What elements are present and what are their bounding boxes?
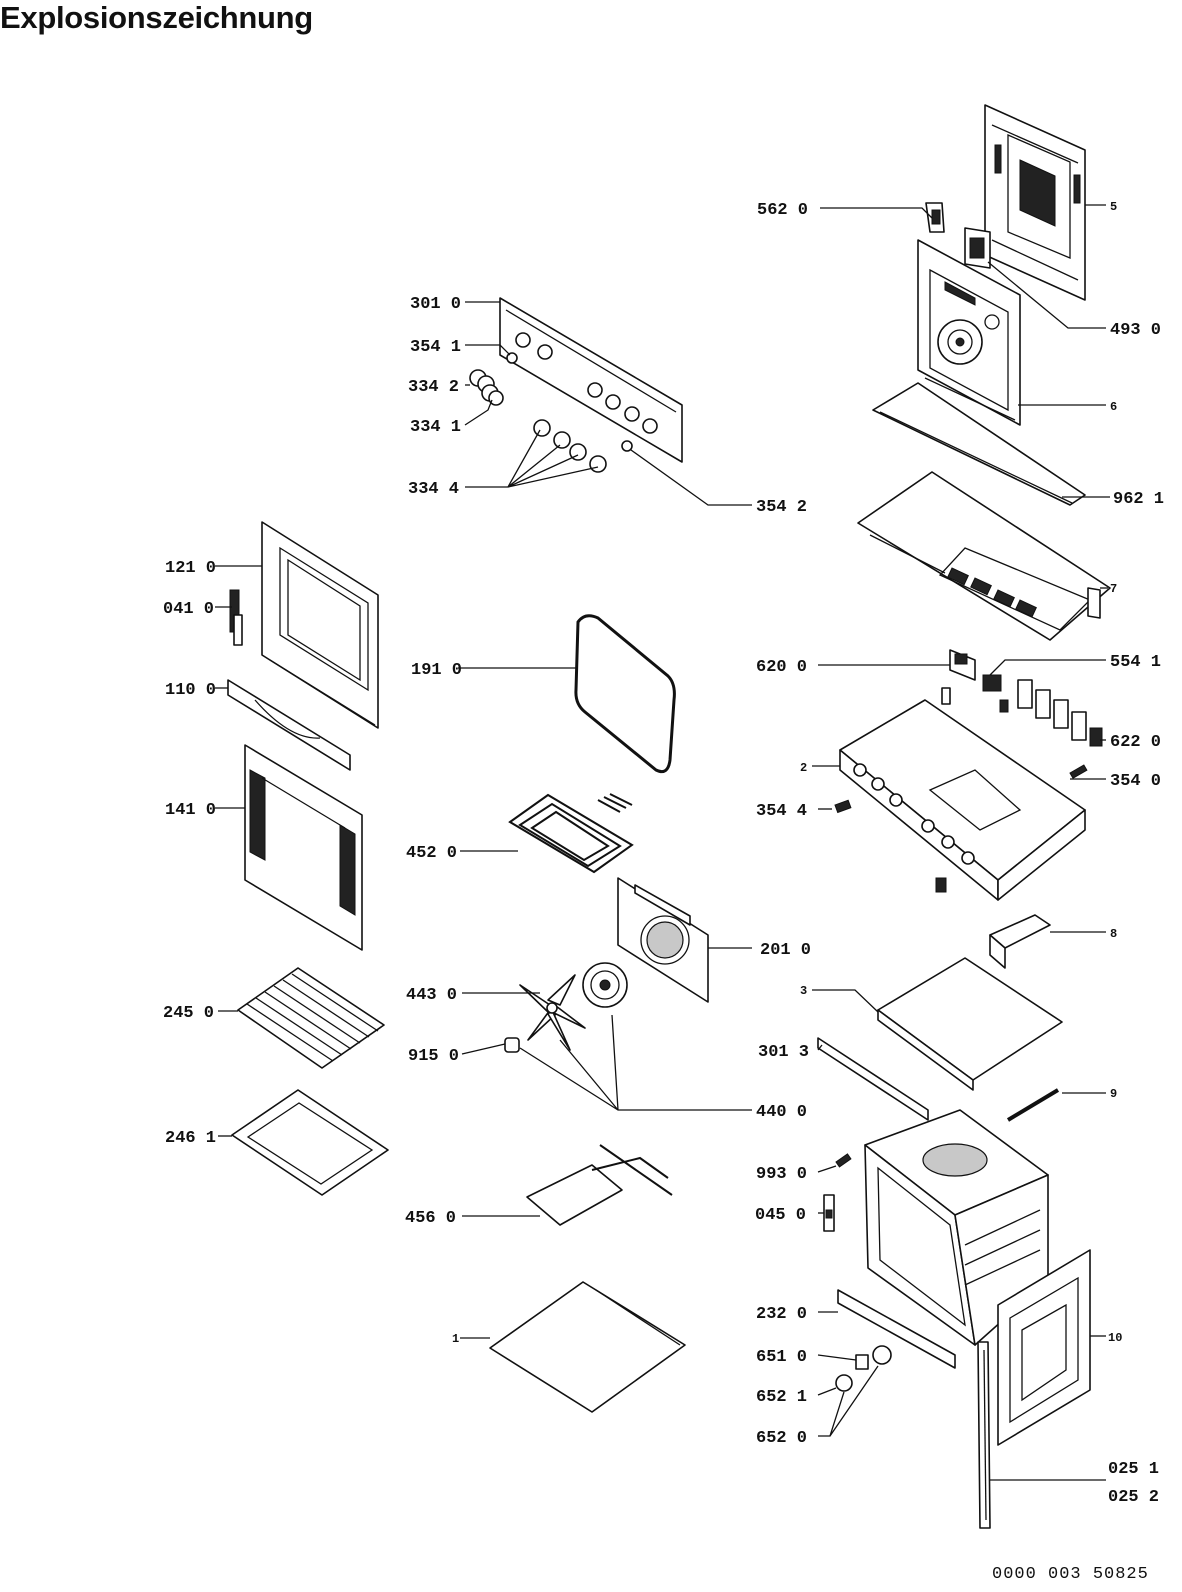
- callout-354-4: 354 4: [756, 802, 807, 821]
- callout-652-1: 652 1: [756, 1388, 807, 1407]
- callout-962-1: 962 1: [1113, 490, 1164, 509]
- callout-2: 2: [800, 761, 807, 775]
- part-201-fan-cover: [617, 877, 709, 1003]
- callout-354-2: 354 2: [756, 498, 807, 517]
- callout-191-0: 191 0: [411, 661, 462, 680]
- callout-354-1: 354 1: [410, 338, 461, 357]
- part-3-shelf: [877, 957, 1063, 1091]
- part-2-control-housing: [834, 699, 1088, 901]
- part-301-fascia: [499, 297, 683, 463]
- callout-443-0: 443 0: [406, 986, 457, 1005]
- callout-141-0: 141 0: [165, 801, 216, 820]
- callout-1: 1: [452, 1332, 459, 1346]
- part-110-handle: [227, 679, 351, 771]
- callout-301-3: 301 3: [758, 1043, 809, 1062]
- callout-8: 8: [1110, 927, 1117, 941]
- callout-041-0: 041 0: [163, 600, 214, 619]
- page-title: Explosionszeichnung: [0, 0, 313, 35]
- part-5-rear-panel: [984, 104, 1086, 301]
- part-switch-block: [941, 649, 1103, 747]
- callout-7: 7: [1110, 582, 1117, 596]
- callout-620-0: 620 0: [756, 658, 807, 677]
- part-191-gasket: [574, 614, 676, 774]
- callout-labels: 562 0 5 493 0 6 301 0 354 1 334 2 334 1 …: [163, 200, 1164, 1507]
- part-9-rod: [1006, 1088, 1060, 1122]
- callout-993-0: 993 0: [756, 1165, 807, 1184]
- part-562-clip: [925, 202, 945, 233]
- part-025-seals: [977, 1341, 991, 1529]
- part-041-hinge: [229, 589, 243, 646]
- callout-334-1: 334 1: [410, 418, 461, 437]
- part-1-bottom-plate: [489, 1281, 686, 1413]
- callout-3: 3: [800, 984, 807, 998]
- callout-652-0: 652 0: [756, 1429, 807, 1448]
- part-245-rack: [237, 967, 385, 1069]
- callout-025-1: 025 1: [1108, 1460, 1159, 1479]
- part-493-transformer: [964, 227, 991, 269]
- part-141-door-glass: [244, 744, 363, 951]
- callout-440-0: 440 0: [756, 1103, 807, 1122]
- callout-301-0: 301 0: [410, 295, 461, 314]
- callout-334-2: 334 2: [408, 378, 459, 397]
- callout-354-0: 354 0: [1110, 772, 1161, 791]
- callout-452-0: 452 0: [406, 844, 457, 863]
- callout-201-0: 201 0: [760, 941, 811, 960]
- part-246-tray: [231, 1089, 389, 1196]
- part-651-652-lamp: [835, 1345, 892, 1392]
- part-6-back-wall: [917, 239, 1021, 426]
- part-oven-cavity: [864, 1109, 1049, 1346]
- part-121-door-inner: [261, 521, 379, 729]
- callout-554-1: 554 1: [1110, 653, 1161, 672]
- part-7-top-cover: [857, 471, 1111, 641]
- callout-493-0: 493 0: [1110, 321, 1161, 340]
- part-8-bracket: [989, 914, 1051, 969]
- callout-245-0: 245 0: [163, 1004, 214, 1023]
- callout-334-4: 334 4: [408, 480, 459, 499]
- part-045-catch: [823, 1194, 835, 1232]
- callout-622-0: 622 0: [1110, 733, 1161, 752]
- part-962-insulation: [872, 382, 1086, 506]
- part-456-paddle: [526, 1144, 673, 1226]
- callout-232-0: 232 0: [756, 1305, 807, 1324]
- callout-562-0: 562 0: [757, 201, 808, 220]
- part-10-side-frame: [997, 1249, 1091, 1446]
- callout-10: 10: [1108, 1331, 1122, 1345]
- callout-110-0: 110 0: [165, 681, 216, 700]
- callout-915-0: 915 0: [408, 1047, 459, 1066]
- callout-456-0: 456 0: [405, 1209, 456, 1228]
- callout-6: 6: [1110, 400, 1117, 414]
- leader-lines: [215, 204, 1110, 1481]
- callout-246-1: 246 1: [165, 1129, 216, 1148]
- callout-025-2: 025 2: [1108, 1488, 1159, 1507]
- callout-651-0: 651 0: [756, 1348, 807, 1367]
- callout-9: 9: [1110, 1087, 1117, 1101]
- document-number: 0000 003 50825: [992, 1565, 1149, 1584]
- callout-045-0: 045 0: [755, 1206, 806, 1225]
- part-232-strip: [837, 1289, 956, 1369]
- part-915-nut: [504, 1037, 520, 1053]
- callout-121-0: 121 0: [165, 559, 216, 578]
- part-301-3-rail: [817, 1037, 929, 1121]
- part-993-screw: [835, 1153, 852, 1168]
- callout-5: 5: [1110, 200, 1117, 214]
- part-443-fan: [519, 962, 628, 1051]
- part-452-heating-element: [508, 793, 634, 874]
